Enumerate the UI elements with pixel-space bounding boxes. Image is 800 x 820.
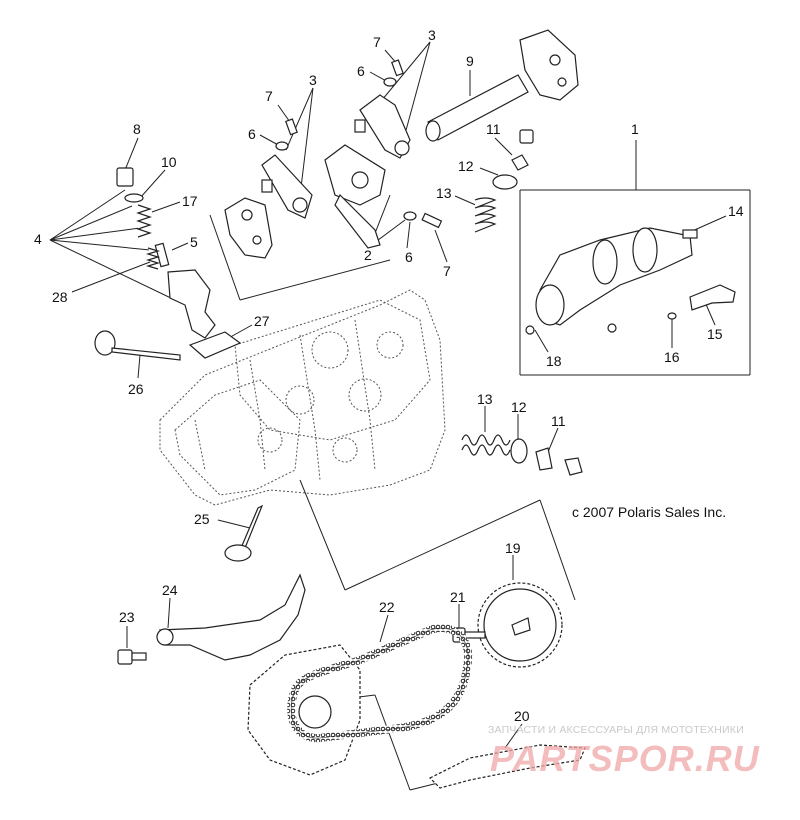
tensioner-group [116,167,216,339]
chain-guide-20 [428,744,586,789]
watermark-brand: PARTSPOR.RU [490,738,760,779]
label-6: 6 [248,126,256,142]
label-7: 7 [265,88,273,104]
label-6: 6 [357,63,365,79]
label-6: 6 [405,249,413,265]
label-3: 3 [309,72,317,88]
gasket-27 [188,331,242,359]
label-26: 26 [128,381,144,397]
label-24: 24 [162,582,178,598]
label-23: 23 [119,609,135,625]
label-13: 13 [436,185,452,201]
label-7: 7 [443,263,451,279]
label-20: 20 [514,708,530,724]
cam-sprocket-19 [477,582,563,668]
label-28: 28 [52,289,68,305]
rocker-arm-top-right [354,59,411,159]
label-19: 19 [505,540,521,556]
label-11: 11 [551,413,566,429]
label-12: 12 [511,399,527,415]
bolt-23 [117,649,147,665]
parts [94,29,736,789]
tensioner-arm-24 [156,573,306,661]
label-12: 12 [458,158,474,174]
label-25: 25 [194,511,210,527]
watermark-tagline: ЗАПЧАСТИ И АКСЕССУАРЫ ДЛЯ МОТОТЕХНИКИ [488,724,744,736]
valve-26 [94,330,181,361]
label-10: 10 [161,154,177,170]
label-5: 5 [190,234,198,250]
camshaft-1 [525,227,736,335]
rocker-arm-top-left [261,118,313,219]
label-11: 11 [486,121,501,137]
label-7: 7 [373,34,381,50]
label-4: 4 [34,231,42,247]
copyright-notice: c 2007 Polaris Sales Inc. [572,504,727,520]
label-22: 22 [379,599,395,615]
rocker-arm-middle [324,144,443,249]
label-3: 3 [428,27,436,43]
rocker-shaft-9 [425,29,579,142]
label-16: 16 [664,349,680,365]
label-8: 8 [133,121,141,137]
spring-group-top [474,129,534,233]
rocker-support [224,197,273,259]
label-1: 1 [631,121,639,137]
crank-sprocket [298,695,332,729]
cylinder-head [159,289,446,506]
spring-group-bottom [461,434,583,476]
label-18: 18 [546,353,562,369]
label-2: 2 [364,247,372,263]
label-15: 15 [707,326,723,342]
label-9: 9 [466,53,474,69]
valve-25 [224,504,264,562]
label-21: 21 [450,589,466,605]
label-14: 14 [728,203,744,219]
label-13: 13 [477,391,493,407]
callout-labels: 7 3 6 9 7 3 6 8 10 11 1 12 13 17 4 5 2 6… [34,27,744,724]
label-27: 27 [254,313,270,329]
label-17: 17 [182,193,198,209]
